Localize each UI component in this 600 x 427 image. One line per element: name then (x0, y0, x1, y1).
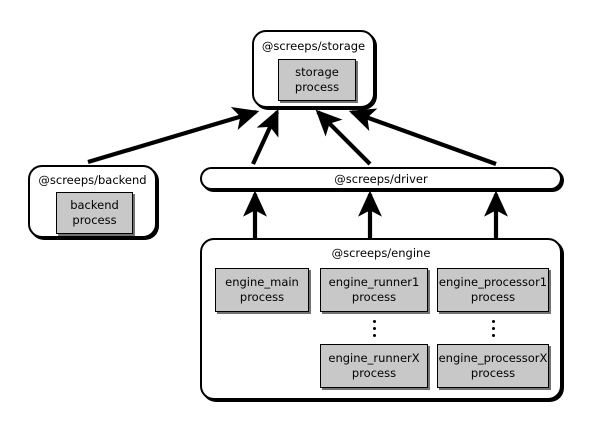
process-engine-runnerX-name: engine_runnerX (328, 351, 420, 365)
process-engine-main[interactable]: engine_main process (215, 268, 309, 312)
connector-driver-to-storage-right (348, 108, 497, 166)
process-engine-runner1-name: engine_runner1 (328, 275, 420, 289)
connector-driver-to-storage-left (251, 108, 279, 165)
process-engine-runner1-kind: process (351, 290, 397, 304)
process-engine-runnerX[interactable]: engine_runnerX process (320, 344, 428, 388)
process-backend-name: backend (70, 198, 119, 212)
process-engine-main-name: engine_main (225, 275, 299, 289)
package-storage-label: @screeps/storage (261, 39, 366, 53)
process-engine-processorX-name: engine_processorX (438, 351, 548, 365)
connector-backend-to-storage (87, 106, 260, 165)
process-storage[interactable]: storage process (278, 59, 356, 101)
package-backend[interactable]: @screeps/backend backend process (28, 165, 157, 238)
process-engine-runner1[interactable]: engine_runner1 process (320, 268, 428, 312)
package-engine[interactable]: @screeps/engine engine_main process engi… (200, 238, 562, 400)
process-backend-kind: process (72, 213, 117, 227)
process-engine-processor1[interactable]: engine_processor1 process (437, 268, 549, 312)
ellipsis-icon-runner (369, 320, 379, 337)
process-storage-kind: process (294, 80, 340, 94)
ellipsis-icon-processor (488, 320, 498, 337)
process-engine-processorX-kind: process (470, 366, 516, 380)
package-engine-label: @screeps/engine (331, 246, 431, 260)
process-backend[interactable]: backend process (56, 192, 133, 234)
connector-driver-to-storage-middle (315, 109, 372, 166)
process-engine-main-kind: process (239, 290, 285, 304)
package-driver-label: @screeps/driver (334, 171, 428, 186)
process-engine-runnerX-kind: process (351, 366, 397, 380)
package-storage[interactable]: @screeps/storage storage process (252, 30, 375, 108)
process-engine-processorX[interactable]: engine_processorX process (437, 344, 549, 388)
process-engine-processor1-name: engine_processor1 (438, 275, 548, 289)
process-engine-processor1-kind: process (470, 290, 516, 304)
package-driver[interactable]: @screeps/driver (200, 167, 562, 190)
package-backend-label: @screeps/backend (38, 173, 147, 187)
process-storage-name: storage (295, 65, 339, 79)
